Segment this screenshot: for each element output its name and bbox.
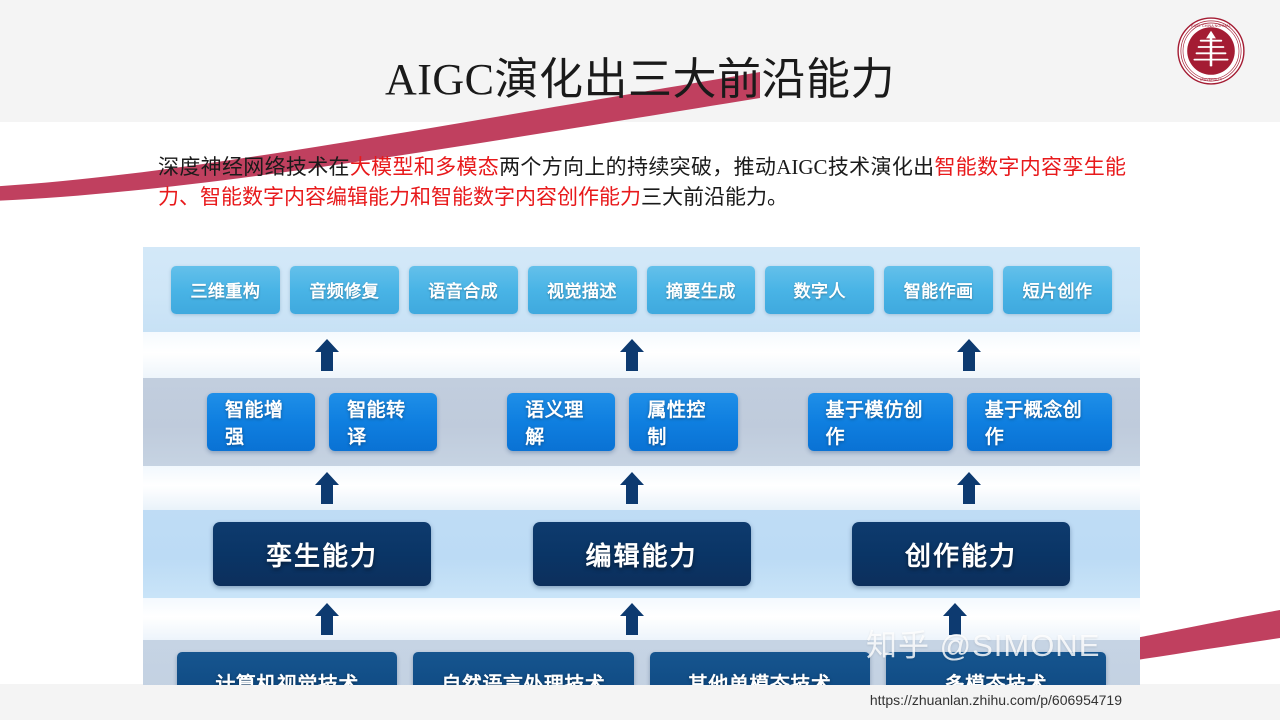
east-china-normal-university-logo-icon: EAST CHINA NORMAL UNIVERSITY [1176,16,1246,86]
function-chip[interactable]: 基于概念创作 [966,393,1112,451]
zhihu-watermark: 知乎 @SIMONE [866,628,1101,663]
function-chip[interactable]: 智能转译 [329,393,438,451]
application-chip[interactable]: 智能作画 [884,265,994,314]
body-segment-1: 深度神经网络技术在 [158,155,350,179]
body-paragraph: 深度神经网络技术在大模型和多模态两个方向上的持续突破，推动AIGC技术演化出智能… [158,152,1126,212]
technology-box[interactable]: 计算机视觉技术 [177,651,398,685]
applications-row: 三维重构 音频修复 语音合成 视觉描述 摘要生成 数字人 智能作画 短片创作 [143,265,1140,314]
function-chip[interactable]: 语义理解 [507,393,616,451]
function-group-twin: 智能增强 智能转译 [207,393,438,451]
up-arrow-icon [315,339,339,371]
technology-box[interactable]: 自然语言处理技术 [413,651,634,685]
up-arrow-icon [620,603,644,635]
page-title: AIGC演化出三大前沿能力 [384,55,896,104]
diagram-band-applications: 三维重构 音频修复 语音合成 视觉描述 摘要生成 数字人 智能作画 短片创作 [143,247,1140,332]
diagram-band-capabilities: 孪生能力 编辑能力 创作能力 [143,510,1140,598]
up-arrow-icon [957,339,981,371]
diagram-gap-functions-to-applications [143,332,1140,378]
up-arrow-icon [620,339,644,371]
up-arrow-icon [315,603,339,635]
function-chip[interactable]: 基于模仿创作 [807,393,953,451]
capability-box[interactable]: 编辑能力 [532,522,751,586]
capabilities-row: 孪生能力 编辑能力 创作能力 [143,522,1140,586]
technologies-row: 计算机视觉技术 自然语言处理技术 其他单模态技术 多模态技术 [143,651,1140,685]
footer-band [0,684,1280,720]
functions-row: 智能增强 智能转译 语义理解 属性控制 基于模仿创作 基于概念创作 [143,393,1140,451]
up-arrow-icon [943,603,967,635]
body-highlight-1: 大模型和多模态 [349,155,500,179]
aigc-capability-diagram: 三维重构 音频修复 语音合成 视觉描述 摘要生成 数字人 智能作画 短片创作 [143,247,1140,685]
technology-box[interactable]: 其他单模态技术 [649,651,870,685]
body-segment-2: 两个方向上的持续突破，推动AIGC技术演化出 [499,155,935,179]
application-chip[interactable]: 三维重构 [171,265,280,314]
up-arrow-icon [620,472,644,504]
up-arrow-icon [957,472,981,504]
function-group-edit: 语义理解 属性控制 [507,393,738,451]
source-url-label: https://zhuanlan.zhihu.com/p/606954719 [869,692,1122,708]
application-chip[interactable]: 音频修复 [289,265,399,314]
decorative-swoosh-top [0,72,760,201]
diagram-gap-capabilities-to-functions [143,466,1140,510]
body-segment-3: 三大前沿能力。 [641,185,788,209]
up-arrow-icon [315,472,339,504]
body-highlight-2: 智能数字内容孪生能力、智能数字内容编辑能力和智能数字内容创作能力 [158,155,1127,209]
function-group-create: 基于模仿创作 基于概念创作 [807,393,1112,451]
svg-text:UNIVERSITY: UNIVERSITY [1200,77,1223,81]
application-chip[interactable]: 摘要生成 [646,265,756,314]
diagram-band-technologies: 计算机视觉技术 自然语言处理技术 其他单模态技术 多模态技术 [143,640,1140,685]
function-chip[interactable]: 属性控制 [629,393,738,451]
function-chip[interactable]: 智能增强 [207,393,316,451]
diagram-gap-technologies-to-capabilities [143,598,1140,640]
svg-text:EAST CHINA NORMAL: EAST CHINA NORMAL [1191,24,1230,28]
application-chip[interactable]: 数字人 [765,265,875,314]
diagram-band-functions: 智能增强 智能转译 语义理解 属性控制 基于模仿创作 基于概念创作 [143,378,1140,466]
technology-box[interactable]: 多模态技术 [885,651,1106,685]
application-chip[interactable]: 短片创作 [1003,265,1112,314]
capability-box[interactable]: 孪生能力 [213,522,431,586]
capability-box[interactable]: 创作能力 [852,522,1070,586]
application-chip[interactable]: 视觉描述 [527,265,637,314]
application-chip[interactable]: 语音合成 [408,265,518,314]
